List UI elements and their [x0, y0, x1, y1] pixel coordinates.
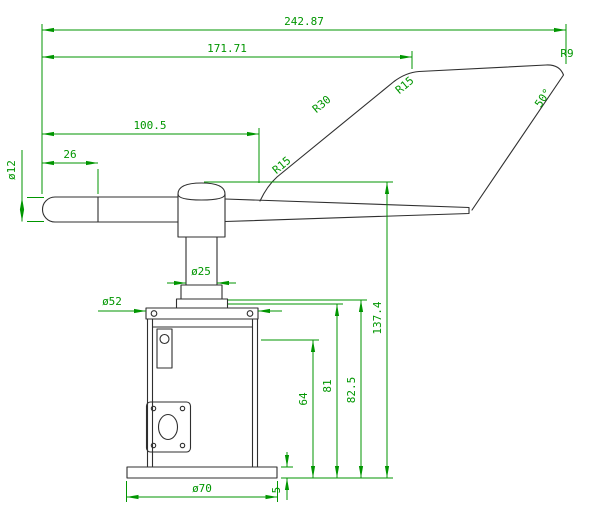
dim-label-radius-r15-root: R15: [270, 154, 294, 177]
dim-label-rod-length: 100.5: [133, 119, 166, 132]
counterweight-rod: [41, 196, 179, 223]
clamp-screw: [159, 333, 170, 345]
dim-label-radius-r30: R30: [310, 93, 334, 116]
device-outline: [41, 64, 565, 479]
dim-label-height-82-5: 82.5: [345, 377, 358, 404]
vane-arm: [224, 198, 470, 223]
dim-label-height-81: 81: [321, 379, 334, 392]
dim-label-body-diameter: ø52: [102, 295, 122, 308]
ext-line-rod-dia: [21, 150, 44, 222]
vane-plate: [259, 64, 565, 211]
dim-label-flange-thickness: 5: [270, 487, 283, 494]
dim-label-base-diameter: ø70: [192, 482, 212, 495]
connector-plate: [145, 401, 192, 453]
dimension-labels: 242.87 171.71 100.5 26 ø12 R30 R15 R9 50…: [5, 15, 574, 495]
dim-label-neck-diameter: ø25: [191, 265, 211, 278]
connector-socket: [157, 413, 179, 441]
hub-dome-cap: [177, 182, 226, 195]
connector-bolt-tl: [150, 405, 157, 412]
dim-label-counterweight: 26: [63, 148, 76, 161]
dimension-annotations: [19, 24, 567, 502]
dim-label-height-64: 64: [297, 392, 310, 406]
dim-label-total-width: 242.87: [284, 15, 324, 28]
mounting-plate: [145, 307, 259, 320]
body-walls: [146, 318, 259, 468]
dim-label-rod-diameter: ø12: [5, 160, 18, 180]
collar-step-2: [175, 298, 229, 309]
connector-bolt-br: [179, 442, 186, 449]
plate-bolt-right: [246, 310, 254, 317]
clamp-detail: [156, 328, 173, 369]
shaft-neck: [185, 236, 218, 286]
dim-label-tip-angle: 50°: [532, 86, 554, 110]
base-flange: [126, 466, 278, 479]
hub-dome-base-edge: [177, 193, 226, 201]
collar-step-1: [180, 284, 223, 300]
dim-label-radius-r9: R9: [560, 47, 573, 60]
connector-bolt-tr: [179, 405, 186, 412]
dim-label-vane-start: 171.71: [207, 42, 247, 55]
connector-bolt-bl: [150, 442, 157, 449]
dim-label-radius-r15-upper: R15: [393, 74, 417, 97]
dim-label-total-height: 137.4: [371, 301, 384, 334]
plate-bolt-left: [150, 310, 158, 317]
